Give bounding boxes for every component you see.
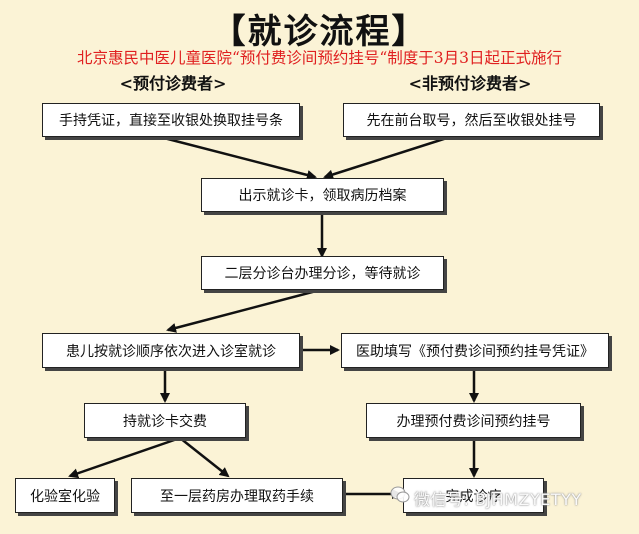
wechat-watermark: 微信号: BJHMZYETYY [414, 490, 582, 509]
node-assistant-voucher: 医助填写《预付费诊间预约挂号凭证》 [341, 333, 609, 368]
page-subtitle: 北京惠民中医儿童医院“预付费诊间预约挂号“制度于3月3日起正式施行 [76, 49, 563, 67]
wechat-icon [390, 486, 410, 503]
arrow-n4-n5 [166, 288, 321, 333]
node-prepaid-appointment: 办理预付费诊间预约挂号 [366, 403, 581, 438]
arrow-n1-n3 [159, 135, 317, 180]
arrow-n7-n9 [68, 436, 181, 479]
non-prepaid-column-label: <非预付诊费者> [408, 74, 532, 93]
node-enter-clinic: 患儿按就诊顺序依次进入诊室就诊 [42, 333, 300, 368]
node-pay-fee: 持就诊卡交费 [84, 403, 246, 438]
node-lab-test: 化验室化验 [15, 478, 115, 513]
node-complete-treatment: 完成诊疗 [403, 478, 544, 513]
node-triage: 二层分诊台办理分诊，等待就诊 [201, 256, 444, 290]
page-title: 【就诊流程】 [211, 12, 428, 52]
arrow-n7-n10 [179, 437, 230, 478]
prepaid-column-label: <预付诊费者> [119, 74, 227, 93]
node-show-card: 出示就诊卡，领取病历档案 [201, 178, 444, 212]
node-exchange-voucher: 手持凭证，直接至收银处换取挂号条 [42, 103, 300, 137]
node-pharmacy: 至一层药房办理取药手续 [131, 478, 343, 513]
node-front-desk-registration: 先在前台取号，然后至收银处挂号 [343, 103, 600, 137]
arrow-n2-n3 [323, 135, 451, 180]
